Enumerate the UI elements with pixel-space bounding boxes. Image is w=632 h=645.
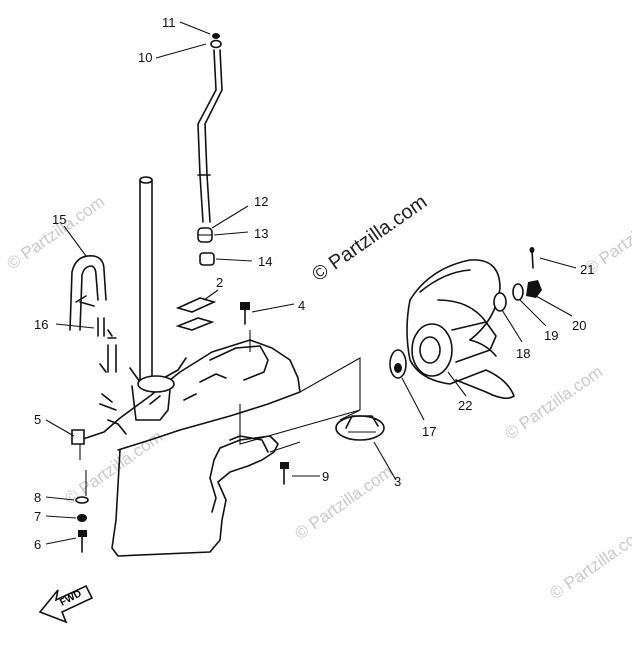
trim-tab-3[interactable] — [335, 415, 385, 441]
fwd-arrow: FWD — [38, 584, 94, 624]
watermark-text: © Partzilla.com — [3, 192, 108, 273]
drive-shaft[interactable] — [139, 176, 153, 381]
drain-washer-8[interactable] — [75, 496, 89, 504]
nut-20[interactable] — [526, 280, 542, 298]
callout-labels: 11 10 12 13 14 2 4 15 16 5 8 7 6 9 3 17 … — [34, 15, 594, 552]
plate-2[interactable] — [175, 297, 217, 331]
callout-21: 21 — [580, 262, 594, 277]
watermark-text: © Partzilla.com — [501, 362, 606, 443]
cotter-pin-21[interactable] — [529, 247, 535, 269]
drain-gasket-7[interactable] — [77, 514, 87, 522]
callout-5: 5 — [34, 412, 41, 427]
leader-lines — [45, 21, 577, 545]
callout-4: 4 — [298, 298, 305, 313]
callout-12: 12 — [254, 194, 268, 209]
callout-2: 2 — [216, 275, 223, 290]
lower-unit-housing[interactable] — [79, 339, 301, 557]
grommet-13[interactable] — [197, 227, 213, 243]
water-tube[interactable] — [69, 255, 107, 331]
anode-5[interactable] — [71, 429, 85, 445]
callout-17: 17 — [422, 424, 436, 439]
bolt-4[interactable] — [240, 302, 250, 325]
thrust-washer-17[interactable] — [389, 349, 407, 379]
watermark-layer: © Partzilla.com © Partzilla.com © Partzi… — [3, 191, 632, 604]
propeller-22[interactable] — [406, 259, 515, 400]
watermark-text: © Partzilla.com — [546, 522, 632, 603]
callout-3: 3 — [394, 474, 401, 489]
drain-plug-6[interactable] — [78, 530, 87, 553]
callout-14: 14 — [258, 254, 272, 269]
callout-9: 9 — [322, 469, 329, 484]
bolt-9[interactable] — [280, 462, 289, 485]
callout-22: 22 — [458, 398, 472, 413]
callout-6: 6 — [34, 537, 41, 552]
grommet-14[interactable] — [199, 252, 215, 266]
spacer-18[interactable] — [493, 292, 507, 312]
callout-11: 11 — [162, 15, 176, 30]
callout-8: 8 — [34, 490, 41, 505]
callout-18: 18 — [516, 346, 530, 361]
callout-7: 7 — [34, 509, 41, 524]
guide-lines — [79, 330, 361, 496]
watermark-text: © Partzilla.com — [291, 462, 396, 543]
grommet-bolts-16[interactable] — [75, 295, 117, 411]
callout-10: 10 — [138, 50, 152, 65]
callout-15: 15 — [52, 212, 66, 227]
callout-13: 13 — [254, 226, 268, 241]
shift-rod[interactable] — [197, 33, 223, 223]
washer-19[interactable] — [512, 283, 524, 301]
callout-16: 16 — [34, 317, 48, 332]
watermark-main: © Partzilla.com — [308, 191, 431, 286]
callout-20: 20 — [572, 318, 586, 333]
callout-19: 19 — [544, 328, 558, 343]
